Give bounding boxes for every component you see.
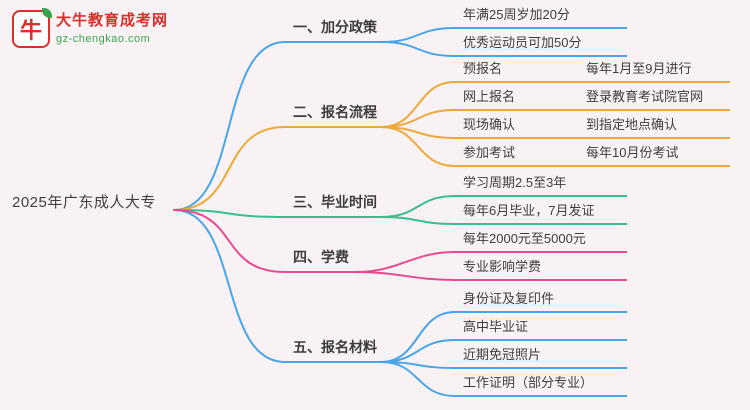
leaf-pre-registration-detail: 每年1月至9月进行 [578, 60, 730, 83]
site-domain: gz-chengkao.com [56, 33, 151, 45]
leaf-icon [42, 8, 52, 18]
leaf-onsite-confirmation: 现场确认 [455, 116, 559, 139]
leaf-photo: 近期免冠照片 [455, 346, 627, 369]
blue-branch-curves [173, 27, 456, 397]
leaf-online-registration-detail: 登录教育考试院官网 [578, 88, 730, 111]
leaf-online-registration: 网上报名 [455, 88, 559, 111]
bull-logo-icon: 牛 [12, 8, 52, 48]
leaf-work-certificate: 工作证明（部分专业） [455, 374, 627, 397]
leaf-onsite-confirmation-detail: 到指定地点确认 [578, 116, 730, 139]
orange-branch-curves [173, 81, 579, 211]
site-logo: 牛 大牛教育成考网 gz-chengkao.com [12, 8, 168, 48]
leaf-graduation-month: 每年6月毕业，7月发证 [455, 202, 627, 225]
branch-label-graduation-time: 三、毕业时间 [285, 193, 381, 218]
site-title: 大牛教育成考网 [56, 12, 169, 29]
green-branch-curves [173, 195, 456, 225]
leaf-take-exam-detail: 每年10月份考试 [578, 144, 730, 167]
bull-logo-glyph: 牛 [19, 18, 42, 43]
branch-label-bonus-policy: 一、加分政策 [285, 18, 381, 43]
leaf-pre-registration: 预报名 [455, 60, 559, 83]
leaf-take-exam: 参加考试 [455, 144, 559, 167]
leaf-study-period: 学习周期2.5至3年 [455, 174, 627, 197]
leaf-athlete-bonus: 优秀运动员可加50分 [455, 34, 627, 57]
pink-branch-curves [173, 209, 456, 281]
branch-label-tuition: 四、学费 [285, 248, 355, 273]
leaf-id-card: 身份证及复印件 [455, 290, 627, 313]
branch-label-registration-materials: 五、报名材料 [285, 338, 381, 363]
branch-label-registration-process: 二、报名流程 [285, 103, 381, 128]
leaf-age-bonus: 年满25周岁加20分 [455, 6, 627, 29]
site-logo-text: 大牛教育成考网 gz-chengkao.com [56, 10, 168, 46]
leaf-high-school-diploma: 高中毕业证 [455, 318, 627, 341]
leaf-tuition-by-major: 专业影响学费 [455, 258, 627, 281]
root-node: 2025年广东成人大专 [12, 194, 156, 211]
leaf-tuition-range: 每年2000元至5000元 [455, 230, 627, 253]
